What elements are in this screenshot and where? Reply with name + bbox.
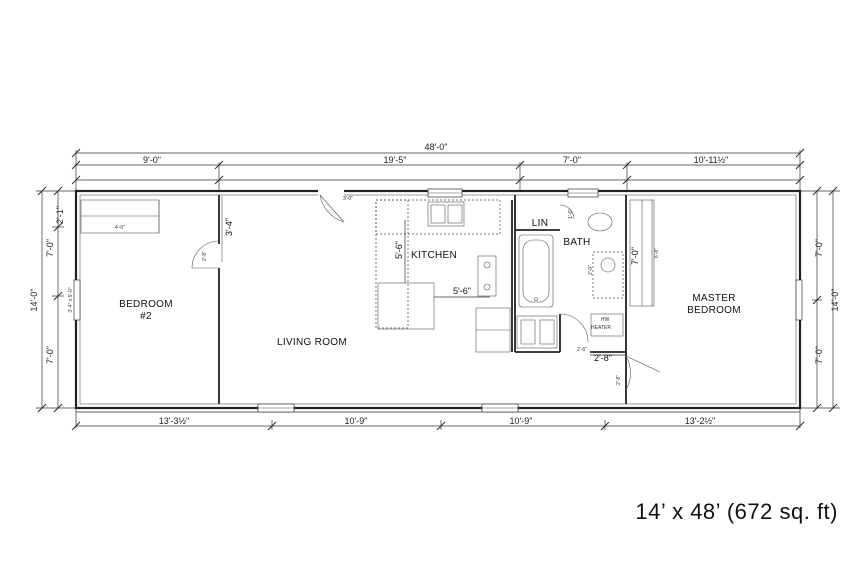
bath-area: LIN 1'-6" BATH 2'-0" 7'-0" HW HEATER 2'-… [514,195,640,363]
master-door-icon [625,355,661,391]
front-door-icon [319,194,345,223]
bottom-segment-1: 13'-3½" [159,416,189,426]
master-closet-dim: 6'-8" [654,248,660,258]
sink-icon [600,257,616,273]
top-segment-2: 19'-5" [384,155,407,165]
master-bedroom: 6'-8" 2'-8" MASTER BEDROOM [616,199,741,404]
exterior-walls [73,188,803,413]
floor-plan-caption: 14’ x 48’ (672 sq. ft) [635,499,838,524]
left-segment-2: 7'-0" [45,239,55,257]
top-segment-4: 10'-11½" [694,155,729,165]
left-dimensions: 14'-0" 2'-1" 7'-0" 7'-0" [29,186,76,413]
right-dimensions: 7'-0" 7'-0" 14'-0" [800,186,840,413]
top-segment-1: 9'-0" [143,155,161,165]
top-segment-3: 7'-0" [563,155,581,165]
master-door-dim: 2'-8" [616,375,622,385]
left-segment-1: 2'-1" [55,206,65,224]
right-segment-2: 7'-0" [814,346,824,364]
master-label-line2: BEDROOM [687,305,741,316]
bath-label: BATH [563,237,590,248]
living-3-4-dim: 3'-4" [224,218,234,236]
toilet-icon [587,212,613,232]
bath-7-0-dim: 7'-0" [630,247,640,265]
bed2-door-dim: 2'-8" [202,251,208,261]
hw-label-2: HEATER [591,325,611,331]
hw-label-1: HW [601,317,610,323]
overall-width-label: 48'-0" [425,142,448,152]
living-door-dim: 3'-0" [343,196,353,202]
bedroom2-label-line1: BEDROOM [119,299,173,310]
linen-door-icon [559,204,575,220]
kitchen-vert-dim: 5'-6" [394,241,404,259]
top-dimensions: 48'-0" 9'-0" 19'-5" 7'-0" 10'-11½" [71,142,805,192]
kitchen-horiz-dim: 5'-6" [453,286,471,296]
bottom-segment-2: 10'-9" [345,416,368,426]
left-overall-label: 14'-0" [29,289,39,312]
lin-1-6-dim: 1'-6" [568,209,574,219]
bedroom-2: 4'-0" 2'-8" 3'-4" x 5'-0" BEDROOM #2 [68,195,220,404]
bottom-segment-3: 10'-9" [510,416,533,426]
closet-bed2-dim: 4'-0" [115,225,125,231]
hall-2-8-dim: 2'-8" [594,353,612,363]
kitchen: 5'-6" 5'-6" KITCHEN [375,199,513,353]
living-room: 3'-4" 3'-0" LIVING ROOM [221,194,353,348]
bottom-dimensions: 13'-3½" 10'-9" 10'-9" 13'-2½" [71,404,805,431]
master-label-line1: MASTER [692,293,735,304]
linen-label: LIN [532,218,548,229]
bedroom2-label-line2: #2 [140,311,152,322]
left-segment-3: 7'-0" [45,346,55,364]
bath-door-icon [559,313,589,343]
hall-2-6-dim: 2'-6" [577,347,587,353]
living-room-label: LIVING ROOM [277,337,347,348]
right-overall-label: 14'-0" [830,289,840,312]
bottom-segment-4: 13'-2½" [685,416,715,426]
right-segment-1: 7'-0" [814,239,824,257]
bath-toilet-dim: 2'-0" [588,265,594,275]
bed2-side-dim: 3'-4" x 5'-0" [68,287,74,312]
kitchen-label: KITCHEN [411,250,457,261]
bedroom2-door-icon [191,240,220,269]
